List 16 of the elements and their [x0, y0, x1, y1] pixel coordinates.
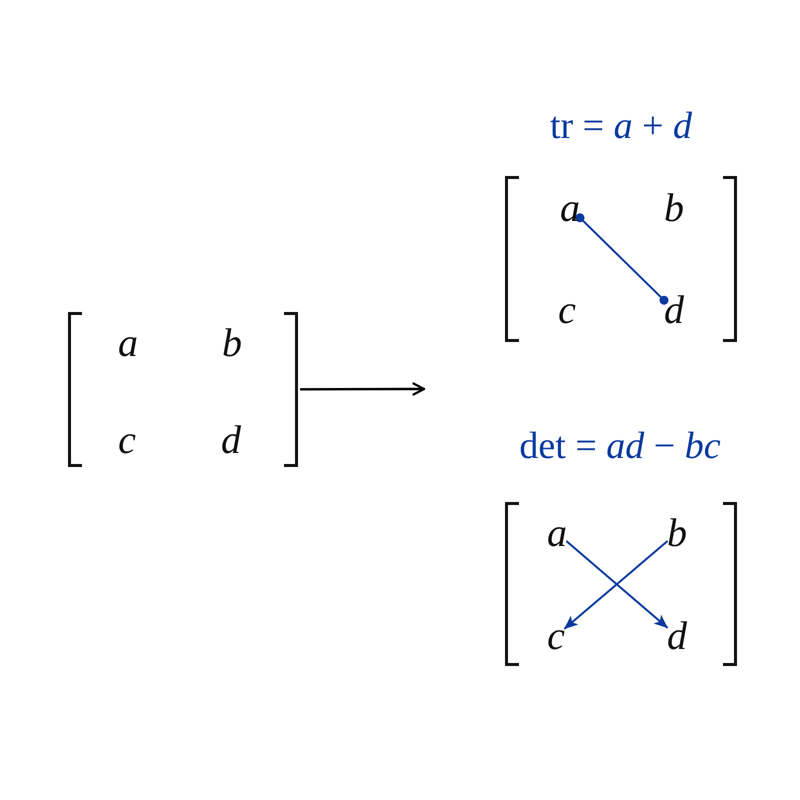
matrix-entry: c: [118, 420, 136, 460]
matrix-entry: d: [221, 420, 241, 460]
matrix-entry: a: [547, 513, 567, 553]
matrix-entry: a: [118, 323, 138, 363]
matrix-entry: b: [222, 323, 242, 363]
matrix-entry: a: [560, 188, 580, 228]
matrix-entry: c: [547, 616, 565, 656]
formula-heading: det = ad − bc: [519, 426, 721, 468]
matrix-entry: b: [667, 513, 687, 553]
matrix-entry: d: [667, 616, 687, 656]
matrix-entry: b: [664, 188, 684, 228]
arrow: [300, 382, 426, 396]
dot-ended-line: [576, 213, 668, 305]
matrix-entry: d: [664, 290, 684, 330]
matrix-entry: c: [558, 290, 576, 330]
formula-heading: tr = a + d: [550, 106, 692, 148]
